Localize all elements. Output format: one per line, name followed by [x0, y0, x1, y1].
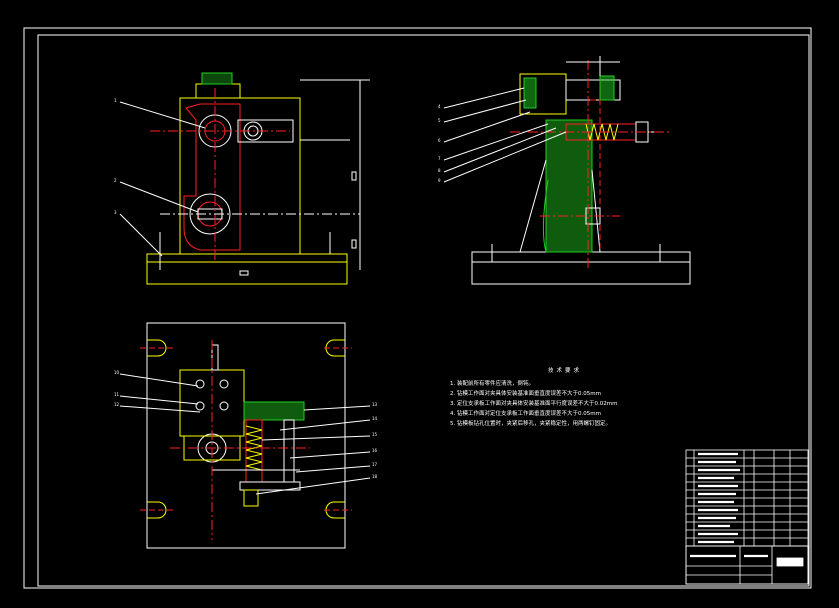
title-block	[685, 449, 809, 585]
side-view	[443, 56, 691, 285]
part-label: 5	[438, 118, 441, 123]
part-label: 10	[114, 370, 120, 375]
plan-view	[119, 322, 371, 549]
part-label: 16	[372, 448, 378, 453]
part-label: 12	[114, 402, 120, 407]
note-line: 4. 钻模工作面对定位支承板工作面垂直度误差不大于0.05mm	[450, 411, 601, 417]
part-label: 4	[438, 104, 441, 109]
part-label: 18	[372, 474, 378, 479]
part-label: 13	[372, 402, 378, 407]
part-label: 8	[438, 168, 441, 173]
part-label: 2	[114, 178, 117, 183]
part-label: 7	[438, 156, 441, 161]
part-label: 15	[372, 432, 378, 437]
note-line: 3. 定位支承板工作面对夹具体安装基准面平行度误差不大于0.02mm	[450, 401, 618, 407]
part-label: 3	[114, 210, 117, 215]
note-line: 2. 钻模工作面对夹具体安装基准面垂直度误差不大于0.05mm	[450, 391, 601, 397]
front-view	[119, 72, 370, 285]
part-label: 11	[114, 392, 120, 397]
part-label: 14	[372, 416, 378, 421]
part-label: 6	[438, 138, 441, 143]
note-line: 1. 装配前所有零件应清洗，倒钝。	[450, 381, 534, 387]
part-label: 17	[372, 462, 378, 467]
technical-requirements: 技术要求 1. 装配前所有零件应清洗，倒钝。 2. 钻模工作面对夹具体安装基准面…	[450, 366, 680, 429]
notes-title: 技术要求	[547, 368, 582, 374]
drawing-frame	[23, 27, 812, 589]
part-label: 1	[114, 98, 117, 103]
part-label: 9	[438, 178, 441, 183]
note-line: 5. 钻模板钻孔位置时，夹紧后移孔，夹紧稳定性，用两螺钉固定。	[450, 421, 611, 427]
